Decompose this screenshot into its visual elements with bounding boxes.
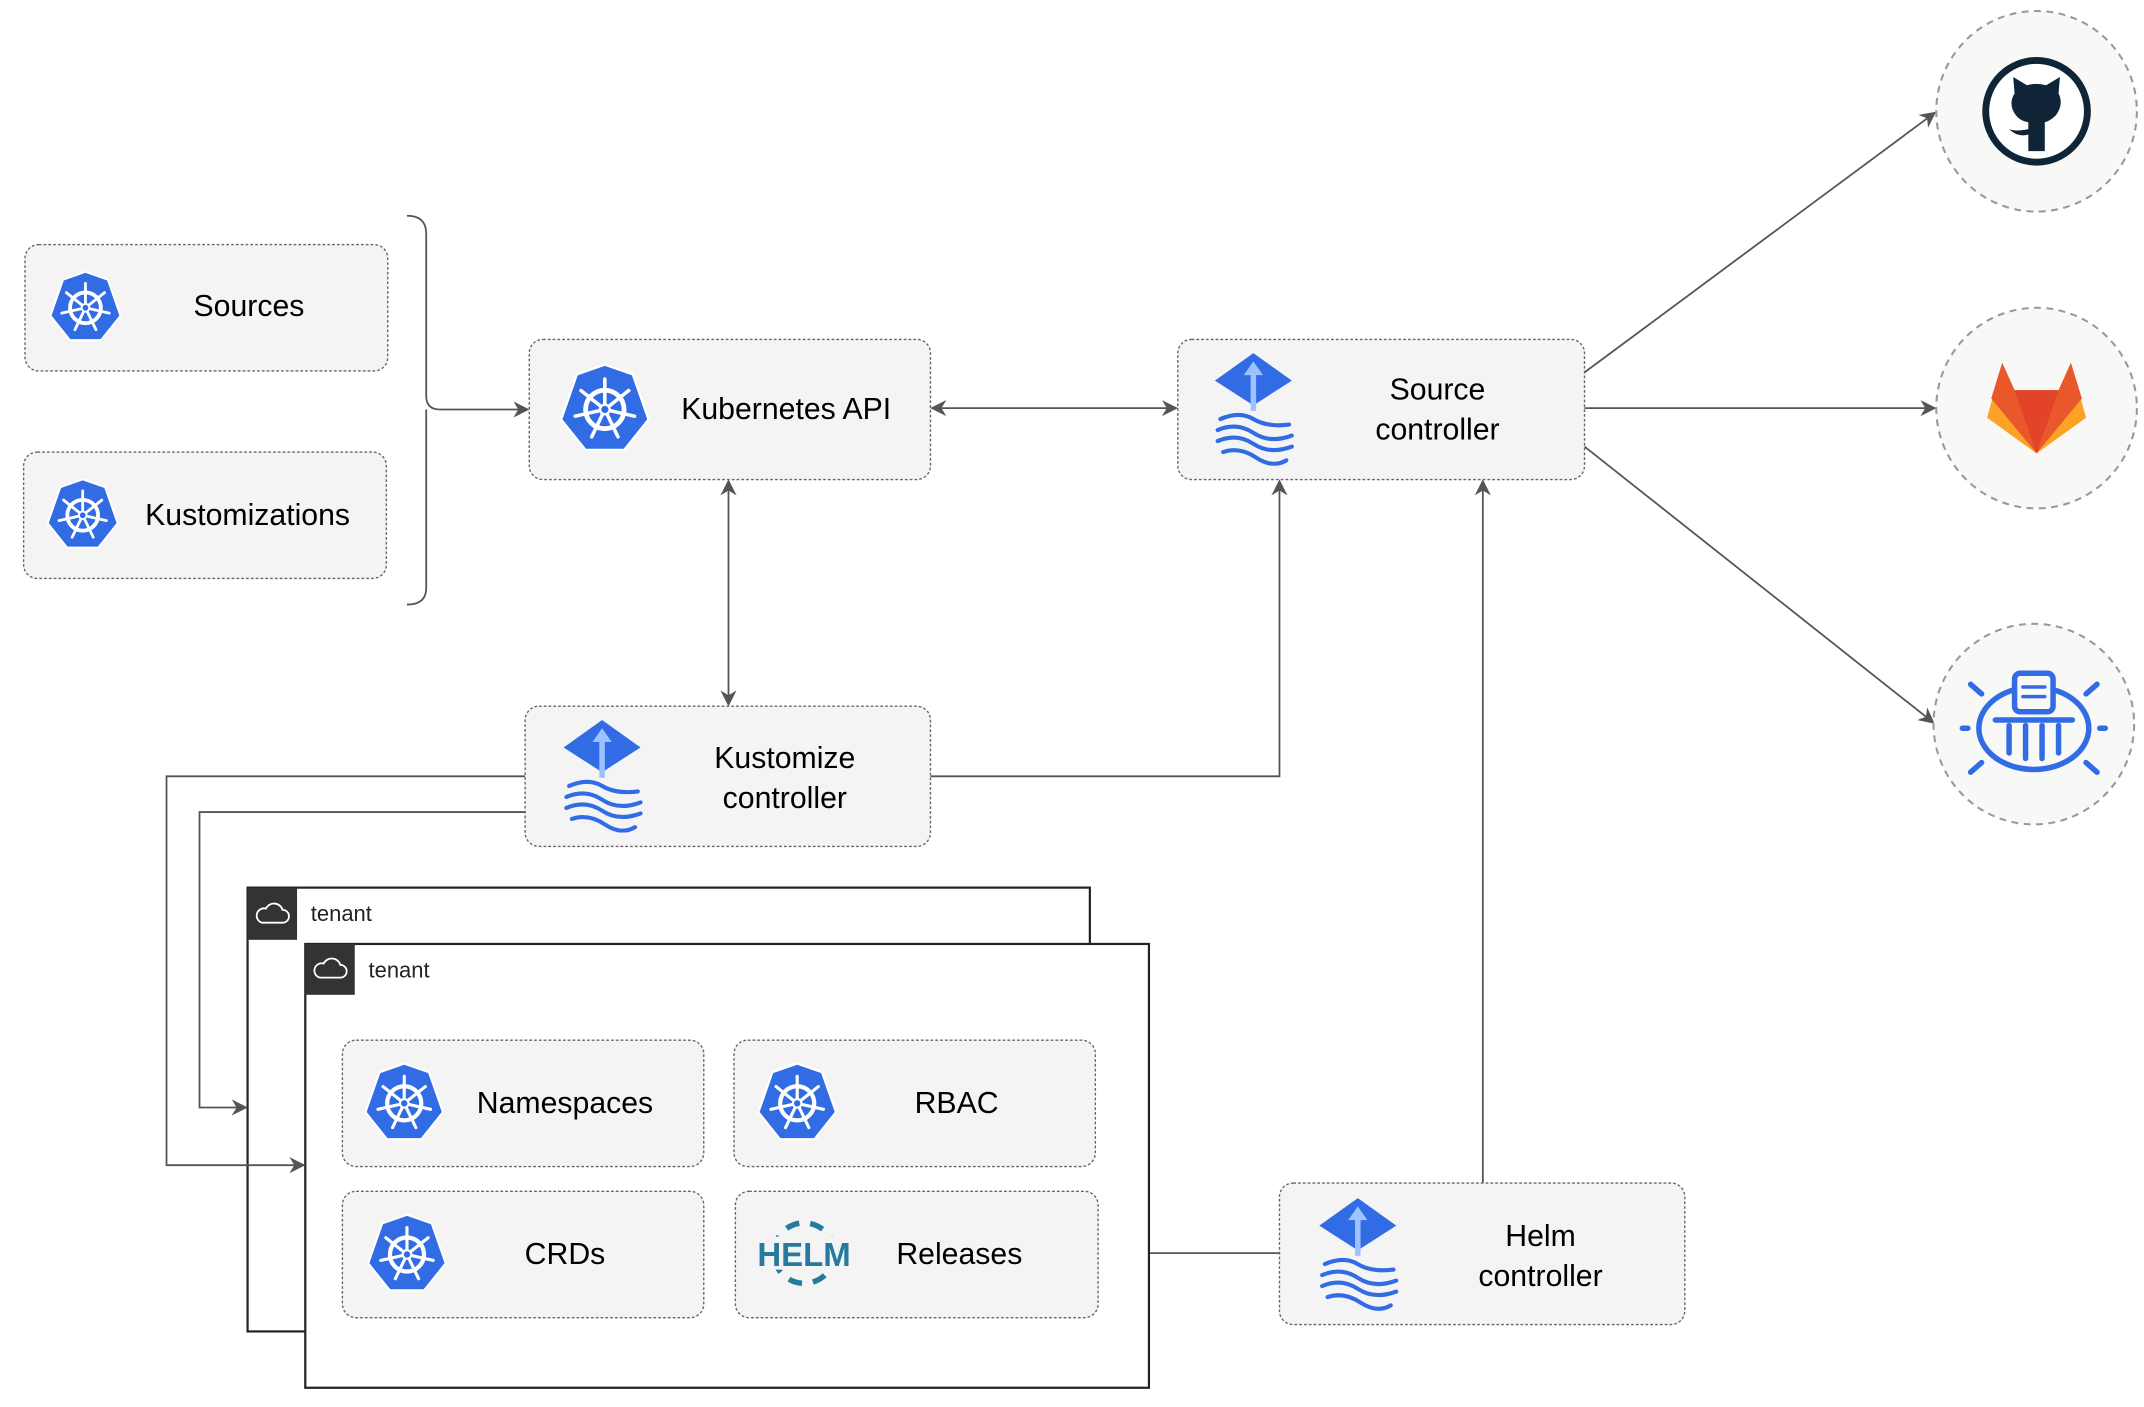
- github-icon: [1982, 57, 2091, 166]
- external-github[interactable]: [1935, 9, 2138, 213]
- node-rbac[interactable]: RBAC: [733, 1039, 1097, 1168]
- node-label: Namespaces: [477, 1087, 653, 1120]
- edge-source-to-github: [1583, 111, 1937, 374]
- node-sources[interactable]: Sources: [24, 243, 389, 372]
- node-label-line2: controller: [723, 782, 847, 815]
- node-source-controller[interactable]: Source controller: [1177, 338, 1586, 481]
- node-label-line1: Source: [1390, 374, 1486, 407]
- node-label: Sources: [194, 290, 305, 323]
- helm-logo-text: HELM: [757, 1236, 850, 1273]
- node-namespaces[interactable]: Namespaces: [341, 1039, 705, 1168]
- group-brace: [406, 214, 440, 606]
- external-bucket[interactable]: [1932, 622, 2136, 826]
- node-label: CRDs: [525, 1238, 606, 1271]
- node-helm-controller[interactable]: Helm controller: [1278, 1182, 1686, 1326]
- node-label-line2: controller: [1375, 414, 1499, 447]
- node-kustomize-controller[interactable]: Kustomize controller: [524, 705, 932, 848]
- edge-kustomize-to-tenant-back: [198, 811, 526, 1116]
- node-kustomizations[interactable]: Kustomizations: [22, 451, 388, 580]
- tenant-label: tenant: [369, 958, 430, 983]
- node-label: Releases: [896, 1238, 1022, 1271]
- edge-kustomize-to-tenant-front: [165, 775, 526, 1174]
- node-label-line1: Kustomize: [714, 742, 855, 775]
- edge-source-to-bucket: [1583, 445, 1935, 724]
- tenant-header-icon-box: [247, 887, 298, 940]
- node-releases[interactable]: HELM Releases: [734, 1190, 1099, 1319]
- helm-icon: HELM: [755, 1220, 853, 1287]
- node-kubernetes-api[interactable]: Kubernetes API: [528, 338, 932, 481]
- edge-kustomize-to-source-controller: [930, 479, 1288, 778]
- external-gitlab[interactable]: [1935, 306, 2138, 510]
- tenant-label: tenant: [311, 901, 372, 926]
- gitlab-icon: [1987, 362, 2087, 454]
- bucket-icon: [1959, 670, 2109, 775]
- node-crds[interactable]: CRDs: [341, 1190, 705, 1319]
- node-label: Kubernetes API: [681, 393, 891, 426]
- node-label: RBAC: [915, 1087, 999, 1120]
- node-label: Kustomizations: [145, 499, 350, 532]
- node-label-line1: Helm: [1505, 1220, 1576, 1253]
- node-label-line2: controller: [1478, 1260, 1602, 1293]
